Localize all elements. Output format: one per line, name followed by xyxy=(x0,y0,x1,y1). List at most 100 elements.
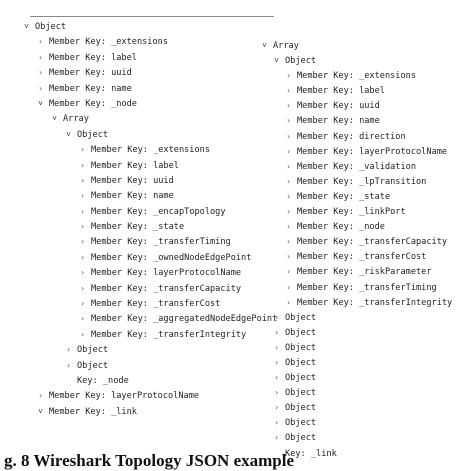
chevron-right-icon[interactable]: › xyxy=(274,327,279,337)
chevron-right-icon[interactable]: › xyxy=(286,191,291,201)
tree-row[interactable]: ›Member Key: layerProtocolName xyxy=(22,265,277,280)
tree-row[interactable]: ›Object xyxy=(260,340,452,355)
tree-row[interactable]: ›Member Key: _encapTopology xyxy=(22,204,277,219)
chevron-right-icon[interactable]: › xyxy=(286,86,291,96)
chevron-right-icon[interactable]: › xyxy=(80,191,85,201)
tree-row[interactable]: ›Member Key: _lpTransition xyxy=(260,174,452,189)
chevron-right-icon[interactable]: › xyxy=(286,71,291,81)
tree-row[interactable]: ›Member Key: _extensions xyxy=(22,34,277,49)
tree-row[interactable]: ›Member Key: label xyxy=(22,158,277,173)
chevron-down-icon[interactable]: ˅ xyxy=(262,41,267,50)
tree-row[interactable]: ˅Array xyxy=(22,111,277,126)
chevron-down-icon[interactable]: ˅ xyxy=(66,129,71,139)
tree-row[interactable]: ›Object xyxy=(260,400,452,415)
tree-row[interactable]: ›Member Key: _transferIntegrity xyxy=(22,327,277,342)
tree-row[interactable]: ›Object xyxy=(260,385,452,400)
chevron-right-icon[interactable]: › xyxy=(80,145,85,155)
chevron-right-icon[interactable]: › xyxy=(80,283,85,293)
tree-row[interactable]: ›Member Key: _transferIntegrity xyxy=(260,295,452,310)
chevron-right-icon[interactable]: › xyxy=(274,403,279,413)
chevron-right-icon[interactable]: › xyxy=(286,131,291,141)
tree-row[interactable]: ›Member Key: uuid xyxy=(22,65,277,80)
tree-row[interactable]: ˅Object xyxy=(22,127,277,142)
chevron-right-icon[interactable]: › xyxy=(286,161,291,171)
tree-row[interactable]: ›Object xyxy=(260,415,452,430)
tree-row[interactable]: ›Object xyxy=(260,325,452,340)
tree-row[interactable]: ›Member Key: _linkPort xyxy=(260,204,452,219)
chevron-right-icon[interactable]: › xyxy=(66,360,71,370)
chevron-right-icon[interactable]: › xyxy=(286,176,291,186)
tree-row[interactable]: ˅Object xyxy=(260,53,452,68)
chevron-right-icon[interactable]: › xyxy=(66,345,71,355)
tree-row[interactable]: ˅Member Key: _node xyxy=(22,96,277,111)
tree-row[interactable]: ›Member Key: _state xyxy=(22,219,277,234)
chevron-down-icon[interactable]: ˅ xyxy=(52,114,57,124)
tree-row[interactable]: ›Member Key: _ownedNodeEdgePoint xyxy=(22,250,277,265)
chevron-right-icon[interactable]: › xyxy=(286,101,291,111)
tree-row[interactable]: ›Member Key: _aggregatedNodeEdgePoint xyxy=(22,311,277,326)
tree-row[interactable]: ›Member Key: layerProtocolName xyxy=(22,388,277,403)
chevron-right-icon[interactable]: › xyxy=(286,146,291,156)
tree-row[interactable]: ›Member Key: _transferCapacity xyxy=(22,281,277,296)
tree-row[interactable]: ›Object xyxy=(260,355,452,370)
tree-row[interactable]: ›Member Key: _node xyxy=(260,219,452,234)
chevron-right-icon[interactable]: › xyxy=(38,68,43,78)
chevron-down-icon[interactable]: ˅ xyxy=(24,22,29,31)
chevron-right-icon[interactable]: › xyxy=(80,237,85,247)
chevron-right-icon[interactable]: › xyxy=(38,83,43,93)
tree-row[interactable]: ›Member Key: uuid xyxy=(260,98,452,113)
tree-row[interactable]: ›Member Key: _transferCapacity xyxy=(260,234,452,249)
chevron-right-icon[interactable]: › xyxy=(286,207,291,217)
tree-row[interactable]: ›Member Key: _riskParameter xyxy=(260,264,452,279)
chevron-right-icon[interactable]: › xyxy=(38,52,43,62)
tree-row[interactable]: ˅Member Key: _link xyxy=(22,404,277,419)
chevron-right-icon[interactable]: › xyxy=(274,342,279,352)
chevron-right-icon[interactable]: › xyxy=(80,206,85,216)
tree-row[interactable]: ›Member Key: uuid xyxy=(22,173,277,188)
tree-row[interactable]: ›Member Key: _validation xyxy=(260,159,452,174)
chevron-down-icon[interactable]: ˅ xyxy=(274,56,279,66)
tree-row[interactable]: ›Object xyxy=(260,370,452,385)
chevron-right-icon[interactable]: › xyxy=(38,37,43,47)
chevron-right-icon[interactable]: › xyxy=(38,391,43,401)
chevron-down-icon[interactable]: ˅ xyxy=(38,98,43,108)
tree-row[interactable]: ›Object xyxy=(260,310,452,325)
tree-row[interactable]: ›Object xyxy=(22,358,277,373)
tree-row[interactable]: ›Object xyxy=(22,342,277,357)
chevron-right-icon[interactable]: › xyxy=(286,222,291,232)
tree-row[interactable]: ›Object xyxy=(260,430,452,445)
chevron-right-icon[interactable]: › xyxy=(80,252,85,262)
chevron-right-icon[interactable]: › xyxy=(80,222,85,232)
tree-row[interactable]: ›Member Key: _extensions xyxy=(22,142,277,157)
chevron-right-icon[interactable]: › xyxy=(274,433,279,443)
tree-row[interactable]: ˅Array xyxy=(260,38,452,53)
tree-row[interactable]: ›Member Key: name xyxy=(22,81,277,96)
chevron-right-icon[interactable]: › xyxy=(80,175,85,185)
tree-row[interactable]: ›Member Key: _transferTiming xyxy=(22,234,277,249)
tree-row[interactable]: ›Member Key: direction xyxy=(260,129,452,144)
chevron-right-icon[interactable]: › xyxy=(80,314,85,324)
chevron-right-icon[interactable]: › xyxy=(274,418,279,428)
chevron-right-icon[interactable]: › xyxy=(274,312,279,322)
chevron-right-icon[interactable]: › xyxy=(286,237,291,247)
chevron-right-icon[interactable]: › xyxy=(286,282,291,292)
chevron-right-icon[interactable]: › xyxy=(286,116,291,126)
chevron-right-icon[interactable]: › xyxy=(286,252,291,262)
chevron-right-icon[interactable]: › xyxy=(274,357,279,367)
chevron-right-icon[interactable]: › xyxy=(274,388,279,398)
chevron-right-icon[interactable]: › xyxy=(80,329,85,339)
chevron-right-icon[interactable]: › xyxy=(80,160,85,170)
chevron-right-icon[interactable]: › xyxy=(286,267,291,277)
tree-row[interactable]: ›Member Key: label xyxy=(260,83,452,98)
chevron-down-icon[interactable]: ˅ xyxy=(38,406,43,416)
tree-row[interactable]: ›Member Key: name xyxy=(22,188,277,203)
chevron-right-icon[interactable]: › xyxy=(274,373,279,383)
tree-row[interactable]: ›Member Key: _transferTiming xyxy=(260,280,452,295)
tree-row[interactable]: ›Member Key: _transferCost xyxy=(22,296,277,311)
tree-row[interactable]: ›Member Key: name xyxy=(260,113,452,128)
tree-row[interactable]: ›Member Key: layerProtocolName xyxy=(260,144,452,159)
tree-row[interactable]: ˅Object xyxy=(22,19,277,34)
tree-row[interactable]: ›Member Key: _extensions xyxy=(260,68,452,83)
tree-row[interactable]: ›Member Key: _state xyxy=(260,189,452,204)
chevron-right-icon[interactable]: › xyxy=(80,268,85,278)
